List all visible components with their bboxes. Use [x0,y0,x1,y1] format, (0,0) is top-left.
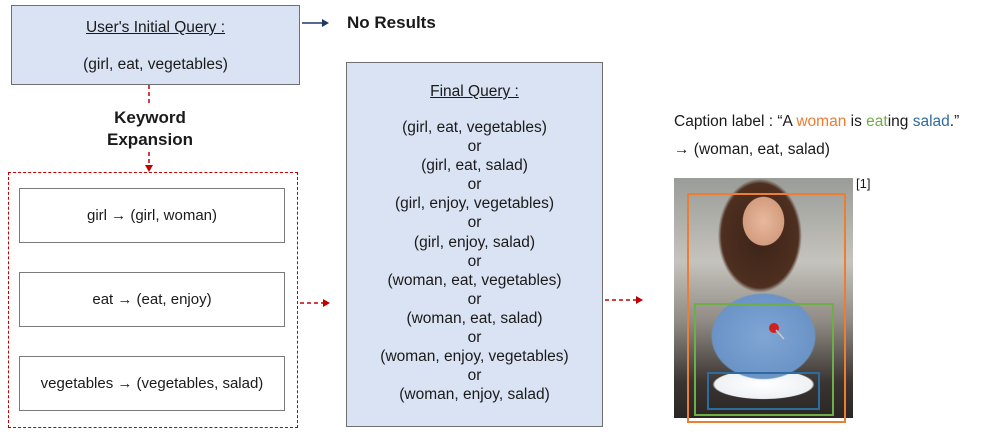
final-query-line: (woman, enjoy, vegetables) [380,348,569,366]
expansion-to-final-arrow [300,299,330,307]
caption-suffix: .” [949,113,960,130]
fork-tomato-icon [769,323,785,340]
initial-query-box: User's Initial Query : (girl, eat, veget… [11,5,300,85]
woman-bounding-box [687,193,846,423]
no-results-arrow [302,19,329,27]
keyword-expansion-line1: Keyword [114,108,186,127]
keyword-expansion-label: Keyword Expansion [90,107,210,151]
eat-bounding-box [694,303,834,416]
final-query-list: (girl, eat, vegetables) or (girl, eat, s… [347,118,602,404]
final-query-box: Final Query : (girl, eat, vegetables) or… [346,62,603,427]
final-query-line: (girl, eat, vegetables) [402,119,547,136]
final-query-line: (girl, enjoy, vegetables) [394,195,555,213]
final-query-line: (girl, eat, salad) [421,157,528,175]
caption-label: Caption label : “A woman is eating salad… [674,113,959,131]
image-reference: [1] [856,176,871,191]
final-query-title: Final Query : [430,83,519,100]
final-query-or: or [467,252,482,270]
salad-bounding-box [707,372,820,410]
final-query-or: or [467,329,482,347]
expansion-item-girl: girl → (girl, woman) [19,188,285,243]
final-query-or: or [467,138,482,156]
woman-eating-salad-photo [674,178,853,418]
expansion-item-label: vegetables → (vegetables, salad) [40,375,264,392]
final-query-line: (girl, enjoy, salad) [413,233,536,251]
caption-woman: woman [796,113,847,130]
caption-salad: salad [912,113,950,130]
final-to-image-arrow [605,296,643,304]
final-query-or: or [467,290,482,308]
expansion-item-eat: eat → (eat, enjoy) [19,272,285,327]
expansion-item-vegetables: vegetables → (vegetables, salad) [19,356,285,411]
final-query-or: or [467,176,482,194]
expansion-connector [145,85,153,172]
final-query-or: or [467,367,482,385]
no-results-label: No Results [347,13,436,32]
final-query-line: (woman, enjoy, salad) [399,386,550,404]
initial-query-title: User's Initial Query : [85,19,226,36]
caption-eat: eat [866,113,888,130]
expansion-container [8,172,298,428]
caption-mid: is [846,113,867,130]
caption-ing: ing [887,113,913,130]
expansion-item-label: eat → (eat, enjoy) [92,291,212,308]
final-query-or: or [467,214,482,232]
keyword-expansion-line2: Expansion [107,130,193,149]
caption-result: → (woman, eat, salad) [674,141,830,158]
final-query-line: (woman, eat, salad) [406,309,543,327]
initial-query-value: (girl, eat, vegetables) [83,56,228,73]
caption-prefix: Caption label : “A [674,113,797,130]
final-query-line: (woman, eat, vegetables) [387,271,562,289]
expansion-item-label: girl → (girl, woman) [86,207,218,224]
